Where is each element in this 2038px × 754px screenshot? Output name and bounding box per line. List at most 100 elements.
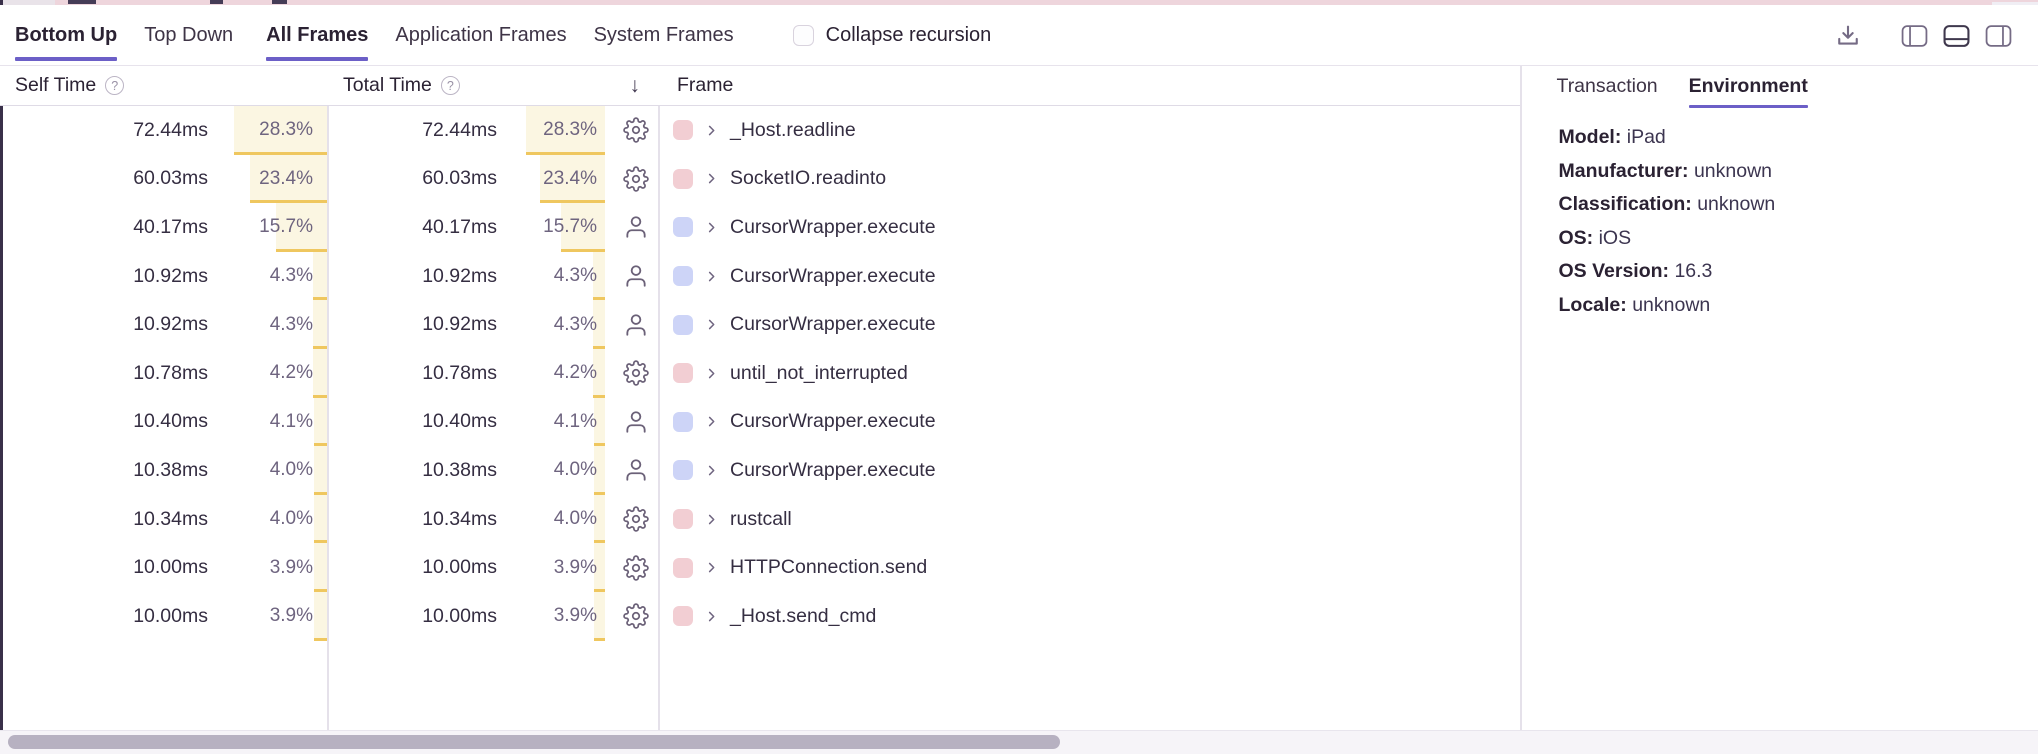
total-time-cell: 10.78ms 4.2% (327, 348, 658, 398)
table-row[interactable]: 10.92ms 4.3% 10.92ms 4.3% CursorWrapper.… (0, 251, 1520, 301)
table-row[interactable]: 10.38ms 4.0% 10.38ms 4.0% CursorWrapper.… (0, 446, 1520, 495)
tab-application-frames[interactable]: Application Frames (395, 23, 567, 46)
self-time-value: 72.44ms (133, 118, 208, 141)
self-time-percent: 23.4% (259, 167, 313, 189)
chevron-right-icon[interactable] (704, 366, 719, 381)
table-row[interactable]: 40.17ms 15.7% 40.17ms 15.7% CursorWrappe… (0, 203, 1520, 252)
self-time-cell: 10.00ms 3.9% (0, 591, 327, 641)
total-time-percent: 4.0% (553, 508, 597, 530)
frame-color-chip (673, 460, 693, 481)
total-time-percent-bar (593, 446, 605, 495)
dock-left-icon[interactable] (1901, 24, 1928, 48)
frame-color-chip (673, 411, 693, 432)
help-icon[interactable]: ? (105, 76, 125, 95)
total-time-percent: 3.9% (553, 556, 597, 578)
column-divider[interactable] (658, 66, 660, 731)
total-time-header[interactable]: Total Time ? ↓ (327, 66, 658, 105)
self-time-value: 40.17ms (133, 215, 208, 238)
panel-divider[interactable] (1520, 66, 1522, 731)
chevron-right-icon[interactable] (704, 512, 719, 527)
help-icon[interactable]: ? (440, 76, 460, 95)
field-label: Manufacturer: (1558, 159, 1694, 182)
collapse-recursion-checkbox[interactable] (792, 24, 814, 46)
total-time-value: 10.34ms (422, 507, 497, 530)
frame-cell: SocketIO.readinto (658, 155, 1520, 204)
total-time-cell: 10.40ms 4.1% (327, 397, 658, 447)
environment-field-model: Model: iPad (1559, 121, 2019, 155)
total-time-cell: 40.17ms 15.7% (327, 203, 658, 252)
tab-system-frames[interactable]: System Frames (593, 23, 734, 46)
total-time-value: 60.03ms (422, 167, 497, 190)
self-time-value: 10.34ms (133, 507, 208, 530)
column-divider[interactable] (327, 66, 329, 731)
chevron-right-icon[interactable] (704, 317, 719, 332)
chevron-right-icon[interactable] (704, 269, 719, 284)
gear-icon (623, 360, 649, 387)
field-value: 16.3 (1674, 260, 1713, 282)
chevron-right-icon[interactable] (704, 220, 719, 235)
chevron-right-icon[interactable] (704, 463, 719, 478)
dock-right-icon[interactable] (1985, 24, 2012, 48)
field-label: OS Version: (1558, 260, 1675, 282)
total-time-cell: 60.03ms 23.4% (327, 154, 658, 204)
total-time-cell: 10.38ms 4.0% (327, 446, 658, 495)
total-time-cell: 10.00ms 3.9% (327, 591, 658, 641)
self-time-value: 10.00ms (133, 604, 208, 627)
environment-field-locale: Locale: unknown (1559, 289, 2019, 323)
self-time-percent: 4.0% (269, 459, 313, 481)
tab-transaction[interactable]: Transaction (1556, 74, 1658, 97)
tab-top-down[interactable]: Top Down (144, 23, 234, 46)
chevron-right-icon[interactable] (704, 123, 719, 138)
frame-color-chip (673, 266, 693, 287)
total-time-percent-bar (539, 154, 605, 204)
table-row[interactable]: 10.92ms 4.3% 10.92ms 4.3% CursorWrapper.… (0, 300, 1520, 349)
frame-color-chip (673, 363, 693, 384)
self-time-percent: 28.3% (259, 119, 313, 141)
self-time-cell: 60.03ms 23.4% (0, 154, 327, 204)
total-time-percent-bar (561, 203, 605, 252)
tab-all-frames[interactable]: All Frames (266, 5, 369, 65)
self-time-percent: 4.2% (269, 362, 313, 384)
table-row[interactable]: 60.03ms 23.4% 60.03ms 23.4% SocketIO.rea… (0, 154, 1520, 204)
frame-cell: CursorWrapper.execute (658, 300, 1520, 349)
table-row[interactable]: 10.34ms 4.0% 10.34ms 4.0% rustcall (0, 494, 1520, 544)
horizontal-scrollbar[interactable] (0, 730, 2038, 754)
chevron-right-icon[interactable] (704, 171, 719, 186)
sort-descending-icon[interactable]: ↓ (629, 73, 641, 97)
total-time-percent: 23.4% (543, 167, 597, 189)
table-row[interactable]: 10.40ms 4.1% 10.40ms 4.1% CursorWrapper.… (0, 397, 1520, 447)
left-edge-bar (0, 66, 3, 731)
total-time-percent-bar (594, 543, 605, 592)
frame-name: CursorWrapper.execute (730, 410, 936, 433)
table-row[interactable]: 10.00ms 3.9% 10.00ms 3.9% HTTPConnection… (0, 543, 1520, 592)
self-time-percent-bar (313, 348, 327, 398)
scrollbar-thumb[interactable] (8, 735, 1060, 749)
self-time-header-label: Self Time (15, 74, 97, 96)
minimap-strip[interactable] (0, 0, 2038, 5)
self-time-percent-bar (250, 154, 327, 204)
tab-environment[interactable]: Environment (1688, 66, 1809, 108)
frame-name: CursorWrapper.execute (730, 458, 936, 481)
frame-name: SocketIO.readinto (730, 167, 887, 190)
total-time-percent-bar (593, 348, 605, 398)
chevron-right-icon[interactable] (704, 414, 719, 429)
tab-bottom-up[interactable]: Bottom Up (15, 5, 118, 65)
frame-name: CursorWrapper.execute (730, 313, 936, 336)
download-icon[interactable] (1834, 22, 1862, 50)
self-time-value: 10.40ms (133, 410, 208, 433)
chevron-right-icon[interactable] (704, 609, 719, 624)
self-time-percent-bar (313, 397, 327, 447)
self-time-value: 10.38ms (133, 458, 208, 481)
frame-header[interactable]: Frame (658, 66, 1520, 105)
dock-bottom-icon[interactable] (1943, 24, 1970, 48)
table-row[interactable]: 10.78ms 4.2% 10.78ms 4.2% until_not_inte… (0, 348, 1520, 398)
table-row[interactable]: 10.00ms 3.9% 10.00ms 3.9% _Host.send_cmd (0, 591, 1520, 641)
self-time-header[interactable]: Self Time ? (0, 66, 327, 105)
self-time-percent-bar (312, 300, 327, 349)
field-label: OS: (1558, 226, 1599, 249)
frame-cell: CursorWrapper.execute (658, 203, 1520, 252)
table-row[interactable]: 72.44ms 28.3% 72.44ms 28.3% _Host.readli… (0, 106, 1520, 155)
chevron-right-icon[interactable] (704, 560, 719, 575)
self-time-value: 10.78ms (133, 361, 208, 384)
